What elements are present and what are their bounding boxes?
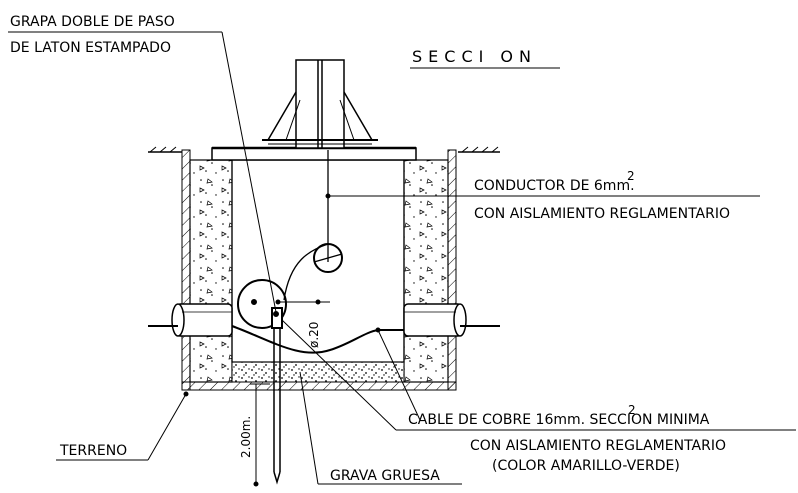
leader-lines xyxy=(8,31,796,485)
concrete-walls xyxy=(189,159,449,383)
grapa-clamp xyxy=(237,279,287,329)
conductor-6mm xyxy=(283,150,343,301)
conductor-superscript: 2 xyxy=(627,169,635,183)
cable-label-line1: CABLE DE COBRE 16mm. SECCION MINIMA xyxy=(408,412,710,428)
conductor-label-line2: CON AISLAMIENTO REGLAMENTARIO xyxy=(474,206,730,222)
pole-base xyxy=(262,59,378,149)
length-dimension xyxy=(250,383,270,487)
diameter-dimension xyxy=(275,299,330,305)
dim-length-label: 2.00m. xyxy=(239,416,253,458)
conductor-label-line1: CONDUCTOR DE 6mm. xyxy=(474,178,635,194)
grava-label: GRAVA GRUESA xyxy=(330,468,440,484)
cover-slab xyxy=(211,147,417,161)
section-title: SECCI ON xyxy=(412,47,537,66)
cable-line xyxy=(148,325,500,354)
ground-surface xyxy=(148,146,500,153)
gravel-bed xyxy=(231,361,405,383)
cable-label-line3: (COLOR AMARILLO-VERDE) xyxy=(492,458,680,474)
grapa-label-line1: GRAPA DOBLE DE PASO xyxy=(10,14,175,30)
terreno-label: TERRENO xyxy=(59,443,127,459)
cable-label-line2: CON AISLAMIENTO REGLAMENTARIO xyxy=(470,438,726,454)
grapa-label-line2: DE LATON ESTAMPADO xyxy=(10,40,171,56)
cable-superscript: 2 xyxy=(628,403,636,417)
grounding-rod xyxy=(273,328,281,485)
dim-diameter-label: ø.20 xyxy=(307,322,321,348)
conduits xyxy=(171,303,467,337)
